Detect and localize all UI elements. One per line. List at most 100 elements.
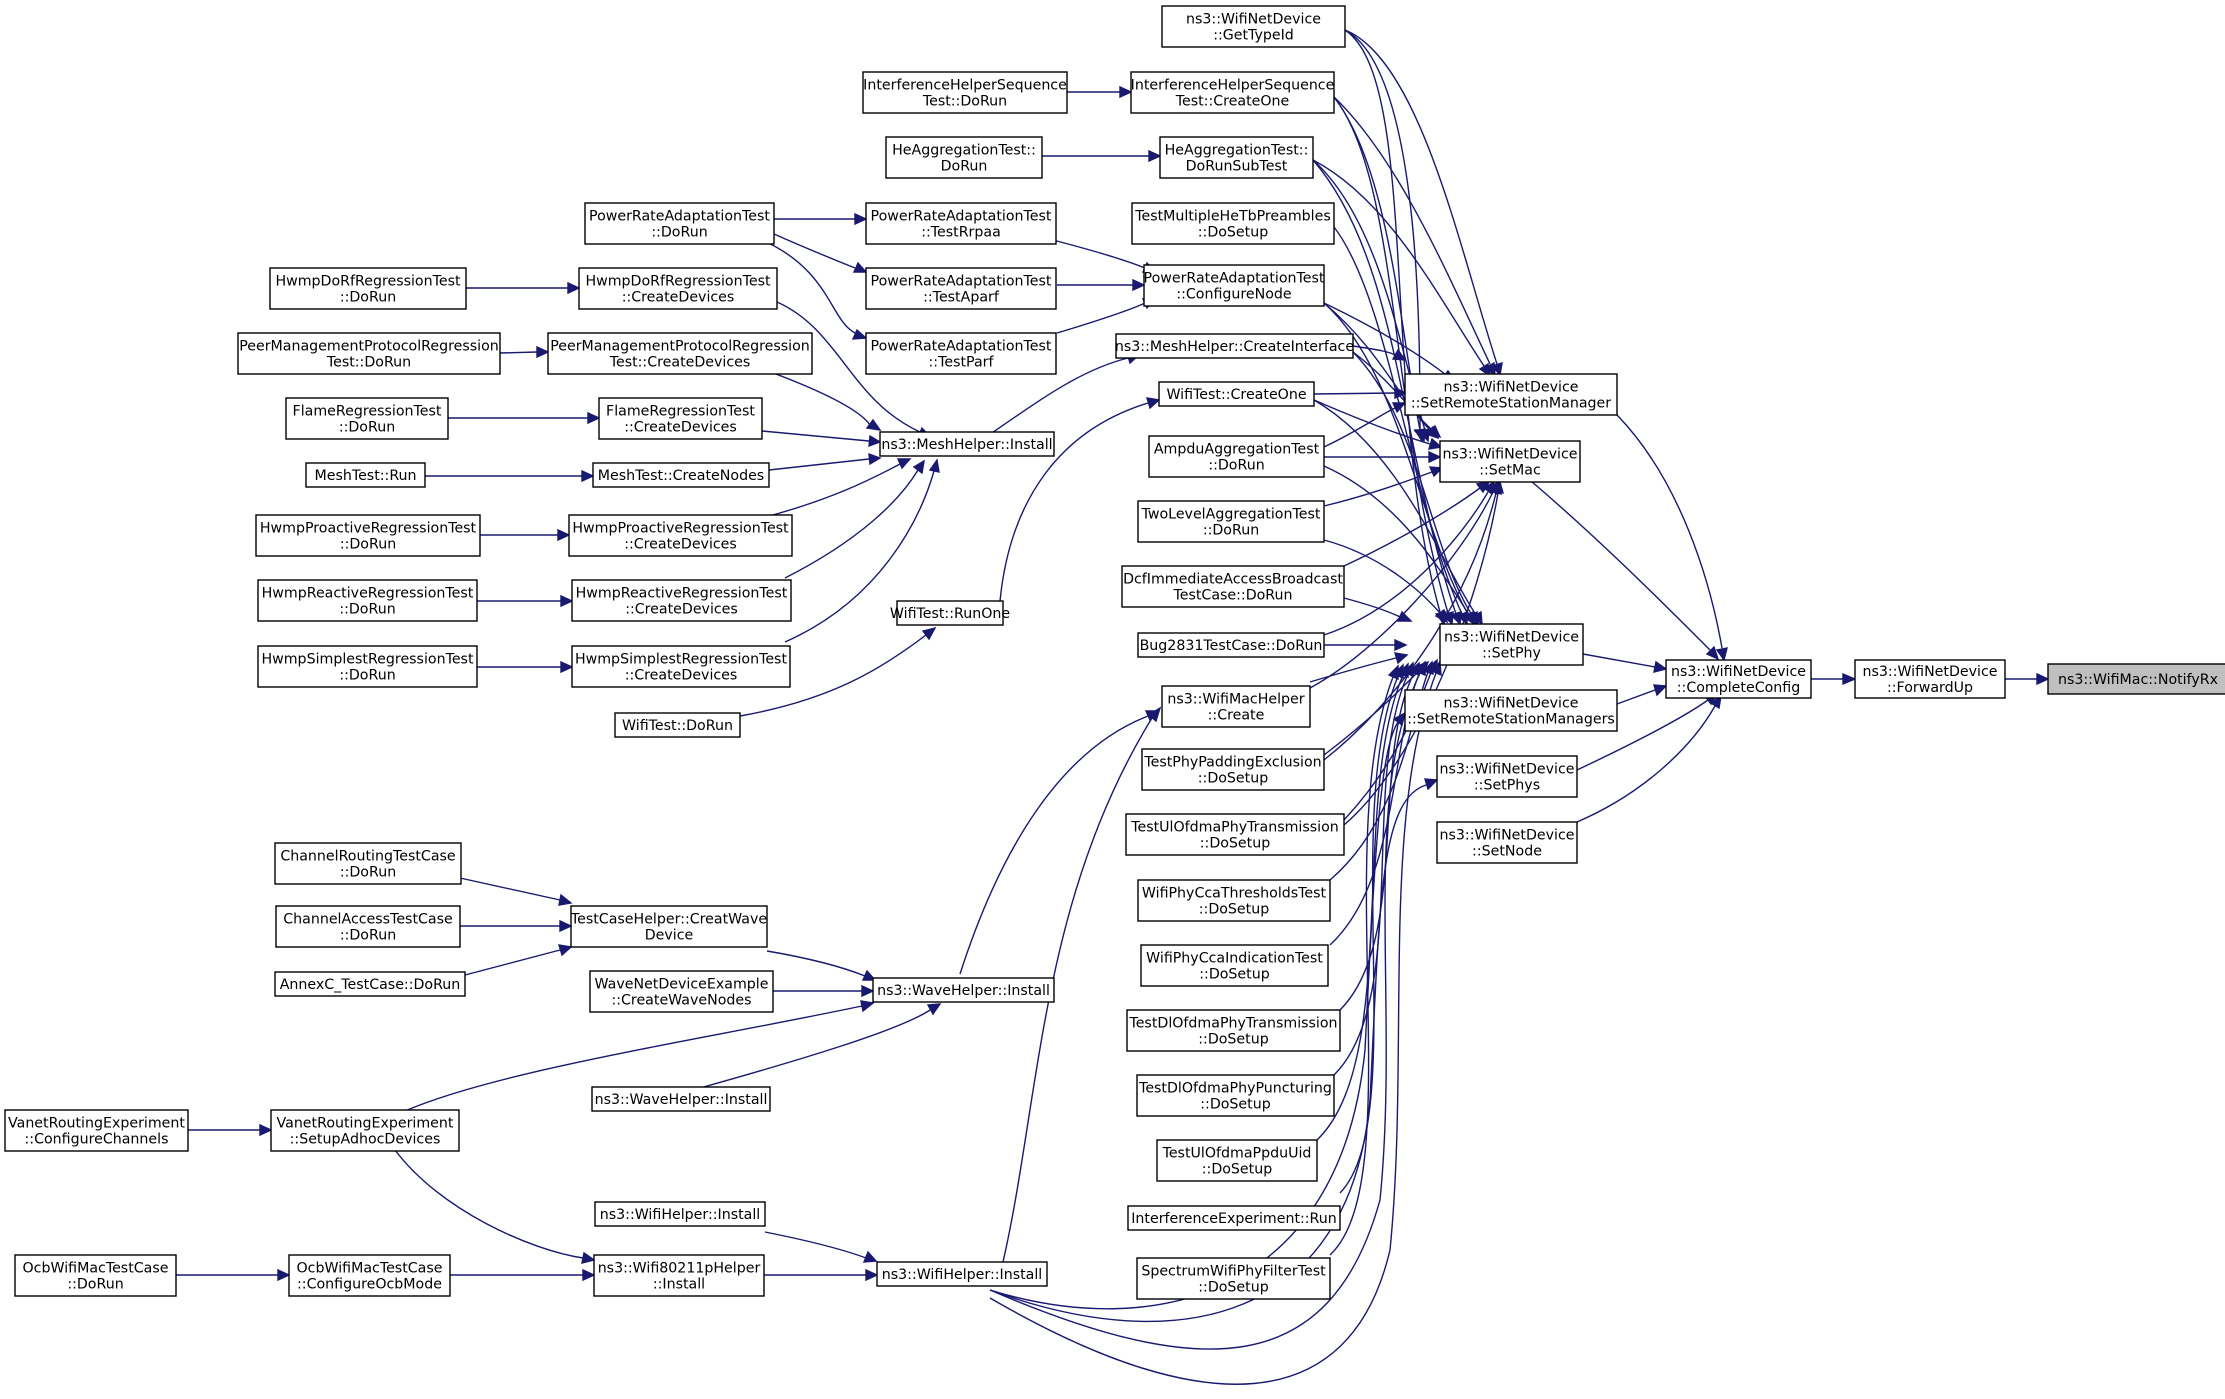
node-heagg-dorunsubtest[interactable]: HeAggregationTest::DoRunSubTest — [1159, 136, 1314, 179]
node-box — [896, 600, 1004, 626]
node-flame-create[interactable]: FlameRegressionTest::CreateDevices — [598, 397, 763, 440]
node-meshtest-run[interactable]: MeshTest::Run — [305, 462, 426, 488]
node-dcfimm[interactable]: DcfImmediateAccessBroadcastTestCase::DoR… — [1121, 565, 1345, 608]
node-hwmpsimplest-create[interactable]: HwmpSimplestRegressionTest::CreateDevice… — [571, 645, 791, 688]
node-forwardup[interactable]: ns3::WifiNetDevice::ForwardUp — [1854, 659, 2006, 699]
node-annexc[interactable]: AnnexC_TestCase::DoRun — [274, 971, 466, 997]
node-gettypeid[interactable]: ns3::WifiNetDevice::GetTypeId — [1161, 5, 1346, 48]
edge-pratestparf-to-praconfig — [1056, 298, 1157, 334]
node-box — [1439, 440, 1581, 483]
node-mesh-install[interactable]: ns3::MeshHelper::Install — [879, 431, 1055, 457]
edge-setremotestationmanager-to-completeconfig — [1616, 414, 1728, 662]
edge-bug2831-to-setmac — [1323, 480, 1495, 636]
node-wifitest-runone[interactable]: WifiTest::RunOne — [890, 600, 1010, 626]
node-wifitest-dorun[interactable]: WifiTest::DoRun — [614, 712, 741, 738]
node-wavenetdev[interactable]: WaveNetDeviceExample::CreateWaveNodes — [589, 970, 774, 1013]
node-wifiphycca-ind[interactable]: WifiPhyCcaIndicationTest::DoSetup — [1140, 944, 1329, 987]
node-vanet-config[interactable]: VanetRoutingExperiment::ConfigureChannel… — [4, 1109, 189, 1152]
node-ocb-config[interactable]: OcbWifiMacTestCase::ConfigureOcbMode — [288, 1254, 451, 1297]
node-hwmpreactive-create[interactable]: HwmpReactiveRegressionTest::CreateDevice… — [571, 579, 792, 622]
node-vanet-setup[interactable]: VanetRoutingExperiment::SetupAdhocDevice… — [270, 1109, 460, 1152]
node-mesh-createinterface[interactable]: ns3::MeshHelper::CreateInterface — [1115, 333, 1354, 359]
node-pra-dorun[interactable]: PowerRateAdaptationTest::DoRun — [584, 202, 775, 245]
node-ampdu[interactable]: AmpduAggregationTest::DoRun — [1148, 435, 1325, 478]
node-pra-configurenode[interactable]: PowerRateAdaptationTest::ConfigureNode — [1143, 264, 1325, 307]
edge-pratestaparf-to-praconfig — [1057, 278, 1146, 292]
edge-flame-dorun-to-create — [448, 411, 601, 425]
node-wifihelper-install[interactable]: ns3::WifiHelper::Install — [876, 1261, 1048, 1287]
node-hwmpsimplest-dorun[interactable]: HwmpSimplestRegressionTest::DoRun — [257, 645, 478, 688]
node-wavehelper-install2[interactable]: ns3::WaveHelper::Install — [591, 1086, 771, 1112]
node-pra-testparf[interactable]: PowerRateAdaptationTest::TestParf — [865, 332, 1057, 375]
node-spectrumfilter[interactable]: SpectrumWifiPhyFilterTest::DoSetup — [1136, 1257, 1331, 1300]
node-twolevel[interactable]: TwoLevelAggregationTest::DoRun — [1137, 500, 1325, 543]
edge-ampdu-to-setphy — [1323, 465, 1477, 627]
node-label: TestPhyPaddingExclusion — [1143, 755, 1321, 771]
node-label: MeshTest::Run — [314, 468, 416, 484]
node-ocb-dorun[interactable]: OcbWifiMacTestCase::DoRun — [14, 1254, 177, 1297]
node-tulofdmappdu[interactable]: TestUlOfdmaPpduUid::DoSetup — [1156, 1139, 1318, 1182]
node-ihs-createone[interactable]: InterferenceHelperSequenceTest::CreateOn… — [1130, 71, 1335, 114]
node-label: ::DoSetup — [1202, 1162, 1272, 1178]
node-label: InterferenceHelperSequence — [1131, 78, 1335, 94]
node-label: ::ConfigureOcbMode — [297, 1277, 442, 1293]
node-box — [1436, 755, 1578, 798]
node-channelrouting[interactable]: ChannelRoutingTestCase::DoRun — [274, 842, 462, 885]
node-setremotestationmanager[interactable]: ns3::WifiNetDevice::SetRemoteStationMana… — [1404, 373, 1618, 416]
edge-twolevel-to-setmac — [1323, 466, 1444, 507]
node-pmp-dorun[interactable]: PeerManagementProtocolRegressionTest::Do… — [237, 332, 501, 375]
node-hwmpproactive-dorun[interactable]: HwmpProactiveRegressionTest::DoRun — [255, 514, 481, 557]
node-pra-testrrpaa[interactable]: PowerRateAdaptationTest::TestRrpaa — [865, 202, 1057, 245]
node-tmhetb[interactable]: TestMultipleHeTbPreambles::DoSetup — [1131, 202, 1335, 245]
node-channelaccess[interactable]: ChannelAccessTestCase::DoRun — [275, 905, 461, 948]
node-setremotestationmanagers[interactable]: ns3::WifiNetDevice::SetRemoteStationMana… — [1404, 689, 1618, 732]
node-flame-dorun[interactable]: FlameRegressionTest::DoRun — [285, 397, 449, 440]
node-hwmpdorf-dorun[interactable]: HwmpDoRfRegressionTest::DoRun — [269, 267, 467, 310]
edge-hwmpproactive-to-meshinstall — [761, 458, 912, 519]
node-wifimachelper-create[interactable]: ns3::WifiMacHelper::Create — [1161, 685, 1311, 728]
node-label: TestCaseHelper::CreatWave — [570, 912, 767, 928]
node-tulofdmaphy[interactable]: TestUlOfdmaPhyTransmission::DoSetup — [1125, 813, 1345, 856]
node-hwmpdorf-create[interactable]: HwmpDoRfRegressionTest::CreateDevices — [578, 267, 778, 310]
node-setnode[interactable]: ns3::WifiNetDevice::SetNode — [1436, 821, 1578, 864]
node-box — [592, 462, 770, 488]
node-tdlofdmapunct[interactable]: TestDlOfdmaPhyPuncturing::DoSetup — [1136, 1074, 1335, 1117]
node-box — [14, 1254, 177, 1297]
node-pmp-create[interactable]: PeerManagementProtocolRegressionTest::Cr… — [547, 332, 813, 375]
node-label: HwmpDoRfRegressionTest — [585, 274, 771, 290]
node-box — [305, 462, 426, 488]
node-wifihelper-install2[interactable]: ns3::WifiHelper::Install — [594, 1201, 766, 1227]
node-box — [1115, 333, 1354, 359]
node-hwmpproactive-create[interactable]: HwmpProactiveRegressionTest::CreateDevic… — [568, 514, 793, 557]
node-wavehelper-install[interactable]: ns3::WaveHelper::Install — [872, 977, 1055, 1003]
node-setphys[interactable]: ns3::WifiNetDevice::SetPhys — [1436, 755, 1578, 798]
node-heagg-dorun[interactable]: HeAggregationTest::DoRun — [885, 136, 1043, 179]
node-label: ::GetTypeId — [1213, 28, 1294, 44]
node-wifi80211p[interactable]: ns3::Wifi80211pHelper::Install — [593, 1254, 765, 1297]
node-pra-testaparf[interactable]: PowerRateAdaptationTest::TestAparf — [865, 267, 1057, 310]
edge-wifitestdorun-to-runone — [739, 626, 937, 717]
node-tdlofdmaphy[interactable]: TestDlOfdmaPhyTransmission::DoSetup — [1126, 1009, 1341, 1052]
node-box — [285, 397, 449, 440]
node-notifyrx[interactable]: ns3::WifiMac::NotifyRx — [2047, 663, 2225, 695]
node-interfexp[interactable]: InterferenceExperiment::Run — [1127, 1205, 1341, 1231]
node-label: HeAggregationTest:: — [1165, 143, 1309, 159]
node-setphy[interactable]: ns3::WifiNetDevice::SetPhy — [1439, 623, 1584, 666]
node-label: ::CreateDevices — [624, 420, 737, 436]
node-setmac[interactable]: ns3::WifiNetDevice::SetMac — [1439, 440, 1581, 483]
node-wifitest-createone[interactable]: WifiTest::CreateOne — [1158, 381, 1315, 407]
node-completeconfig[interactable]: ns3::WifiNetDevice::CompleteConfig — [1665, 659, 1812, 699]
node-box — [865, 332, 1057, 375]
node-meshtest-createnodes[interactable]: MeshTest::CreateNodes — [592, 462, 770, 488]
node-tphypadding[interactable]: TestPhyPaddingExclusion::DoSetup — [1141, 748, 1325, 791]
node-wifiphycca-thr[interactable]: WifiPhyCcaThresholdsTest::DoSetup — [1137, 879, 1331, 922]
edge-meshtest-to-meshinstall — [768, 452, 882, 471]
node-label: ns3::MeshHelper::CreateInterface — [1115, 339, 1354, 355]
edge-wifi80211p-to-wifihelper — [764, 1268, 879, 1282]
node-bug2831[interactable]: Bug2831TestCase::DoRun — [1137, 632, 1325, 658]
node-label: ::Install — [653, 1277, 705, 1293]
node-hwmpreactive-dorun[interactable]: HwmpReactiveRegressionTest::DoRun — [257, 579, 478, 622]
